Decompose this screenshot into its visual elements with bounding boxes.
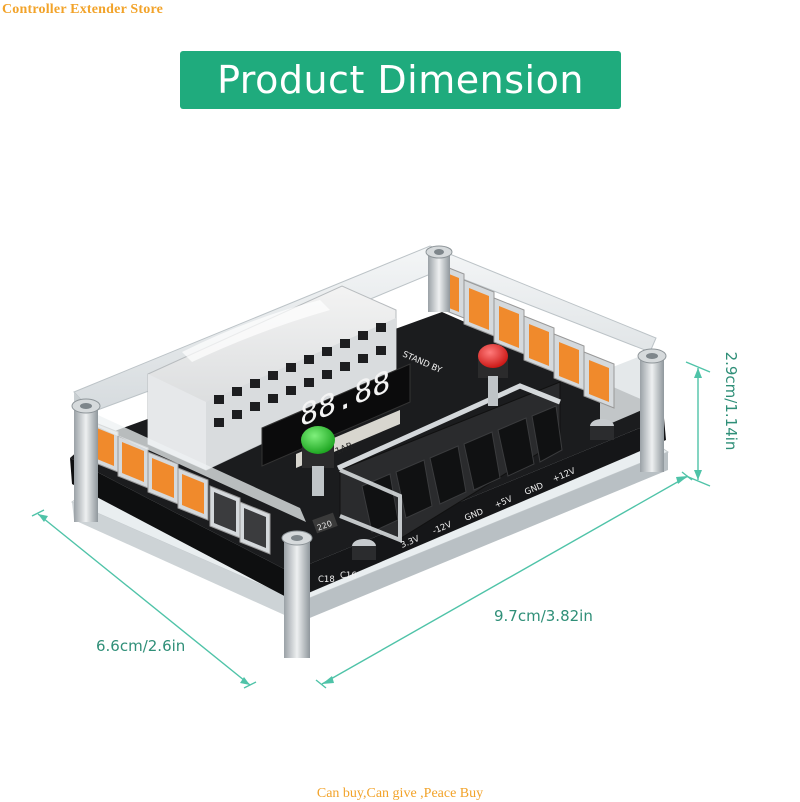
dimension-line-height [685,361,711,487]
dimension-line-length [315,471,693,689]
dimension-lines [31,361,711,689]
acrylic-inner-frame [339,468,402,543]
store-name: Controller Extender Store [2,2,164,17]
post-front-left [71,398,101,522]
cap-label-1: C18 [318,575,335,585]
dimension-length-label: 9.7cm/3.82in [494,607,593,625]
dimension-height-label: 2.9cm/1.14in [722,351,740,451]
post-front-right [637,348,667,472]
front-usb-ports [87,419,271,555]
dimension-arrows [38,368,702,685]
red-button [478,344,508,406]
post-front-mid [281,530,313,658]
dimension-height: 2.9cm/1.14in [716,340,746,470]
post-back [425,245,453,312]
dimension-width-label: 6.6cm/2.6in [96,637,186,655]
standoff-posts [71,245,667,658]
footer-slogan: Can buy,Can give ,Peace Buy [316,786,484,801]
banner-title: Product Dimension [217,58,584,102]
green-button [301,426,335,496]
atx-pins [214,323,386,427]
cap-label-2: C16 [340,571,357,581]
banner: Product Dimension [180,51,621,109]
capacitors [352,419,614,560]
